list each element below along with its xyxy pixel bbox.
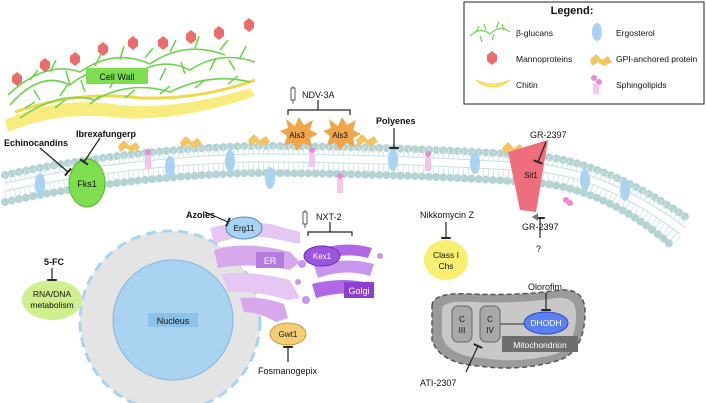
ibrexafungerp-inhibition — [79, 137, 101, 166]
azoles-inhibition — [204, 211, 231, 227]
complex-iii-label-1: C — [459, 315, 465, 324]
legend-title: Legend: — [551, 5, 594, 17]
ergosterol-molecules — [35, 149, 630, 201]
rna-dna-label-2: metabolism — [30, 300, 73, 310]
rna-dna-label-1: RNA/DNA — [33, 289, 72, 299]
class-i-chitin-synthase: Class I Chs — [424, 240, 468, 280]
polyenes-label: Polyenes — [376, 116, 416, 126]
gwt1-label: Gwt1 — [279, 330, 298, 339]
sphingolipid-icon — [591, 75, 602, 94]
azoles-label: Azoles — [186, 210, 215, 220]
fosmanogepix-label: Fosmanogepix — [258, 366, 318, 376]
kex1-label: Kex1 — [313, 252, 332, 261]
kex1-protein: Kex1 — [303, 245, 341, 267]
chitin-layer — [5, 88, 255, 132]
gwt1-enzyme: Gwt1 — [269, 322, 307, 346]
legend-mannoproteins-label: Mannoproteins — [516, 54, 572, 64]
question-label: ? — [536, 244, 541, 254]
nikkomycin-label: Nikkomycin Z — [420, 210, 475, 220]
sit1-transporter: Sit1 — [508, 140, 548, 212]
mitochondrion-label: Mitochondrion — [513, 340, 567, 350]
als3-right: Als3 — [323, 117, 361, 151]
beta-glucan-mesh — [7, 35, 256, 119]
mannoproteins — [12, 18, 254, 86]
golgi-label: Golgi — [348, 286, 369, 296]
erg11-label: Erg11 — [234, 224, 255, 233]
gpi-anchored-protein-icon — [590, 54, 612, 66]
ergosterol-icon — [592, 23, 602, 41]
cell-wall-label-box — [86, 68, 148, 84]
nxt2-bracket — [307, 231, 353, 236]
cell-wall: Cell Wall — [5, 18, 256, 132]
er-label: ER — [264, 256, 277, 266]
nxt2-syringe-icon — [302, 210, 308, 228]
complex-iv-label-2: IV — [486, 326, 494, 335]
legend: Legend: β-glucans Ergosterol Mannoprotei… — [463, 1, 705, 105]
chs-label-2: Chs — [438, 261, 453, 271]
dhodh-label: DHODH — [530, 318, 561, 328]
mannoprotein-icon — [487, 51, 497, 65]
complex-iv-label-1: C — [487, 315, 493, 324]
als3-left-label: Als3 — [289, 131, 305, 140]
ibrexafungerp-label: Ibrexafungerp — [76, 129, 137, 139]
echinocandins-inhibition — [39, 147, 72, 177]
legend-sphingolipids-label: Sphingolipids — [616, 80, 667, 90]
legend-chitin-label: Chitin — [516, 80, 538, 90]
rna-dna-metabolism: RNA/DNA metabolism — [22, 280, 82, 320]
legend-beta-glucans-label: β-glucans — [516, 28, 553, 38]
echinocandins-label: Echinocandins — [4, 138, 68, 148]
ati2307-inhibition — [465, 343, 483, 373]
nucleus: Nucleus — [112, 259, 234, 381]
gr2397-top-inhibition — [533, 141, 547, 165]
ati2307-label: ATI-2307 — [420, 378, 456, 388]
complex-iii-label-2: III — [459, 326, 466, 335]
mitochondrion: C III C IV DHODH Mitochondrion — [431, 289, 586, 369]
erg11-enzyme: Erg11 — [225, 216, 263, 240]
plasma-membrane — [1, 141, 694, 250]
cell-wall-label: Cell Wall — [99, 72, 134, 82]
sphingolipid-molecules — [145, 147, 573, 206]
legend-ergosterol-label: Ergosterol — [616, 28, 655, 38]
fks1-protein: Fks1 — [68, 158, 106, 208]
gr2397-bottom-label: GR-2397 — [522, 222, 559, 232]
sit1-label: Sit1 — [524, 171, 538, 180]
gr2397-top-label: GR-2397 — [530, 130, 567, 140]
nxt2-label: NXT-2 — [316, 212, 342, 222]
5fc-label: 5-FC — [44, 257, 65, 267]
nucleus-label: Nucleus — [157, 316, 190, 326]
syringe-icons — [290, 86, 308, 228]
als3-right-label: Als3 — [332, 131, 348, 140]
ndv3a-syringe-icon — [290, 86, 296, 104]
chitin-icon — [475, 79, 511, 88]
ndv3a-bracket — [287, 109, 351, 115]
als3-left: Als3 — [280, 117, 318, 151]
chs-label-1: Class I — [433, 250, 459, 260]
beta-glucan-icon — [469, 21, 511, 43]
gr2397-arrow-icon — [532, 213, 538, 221]
ndv3a-label: NDV-3A — [302, 90, 335, 100]
olorofim-label: Olorofim — [528, 282, 562, 292]
fks1-label: Fks1 — [77, 179, 97, 189]
legend-gpi-label: GPI-anchored protein — [616, 54, 698, 64]
